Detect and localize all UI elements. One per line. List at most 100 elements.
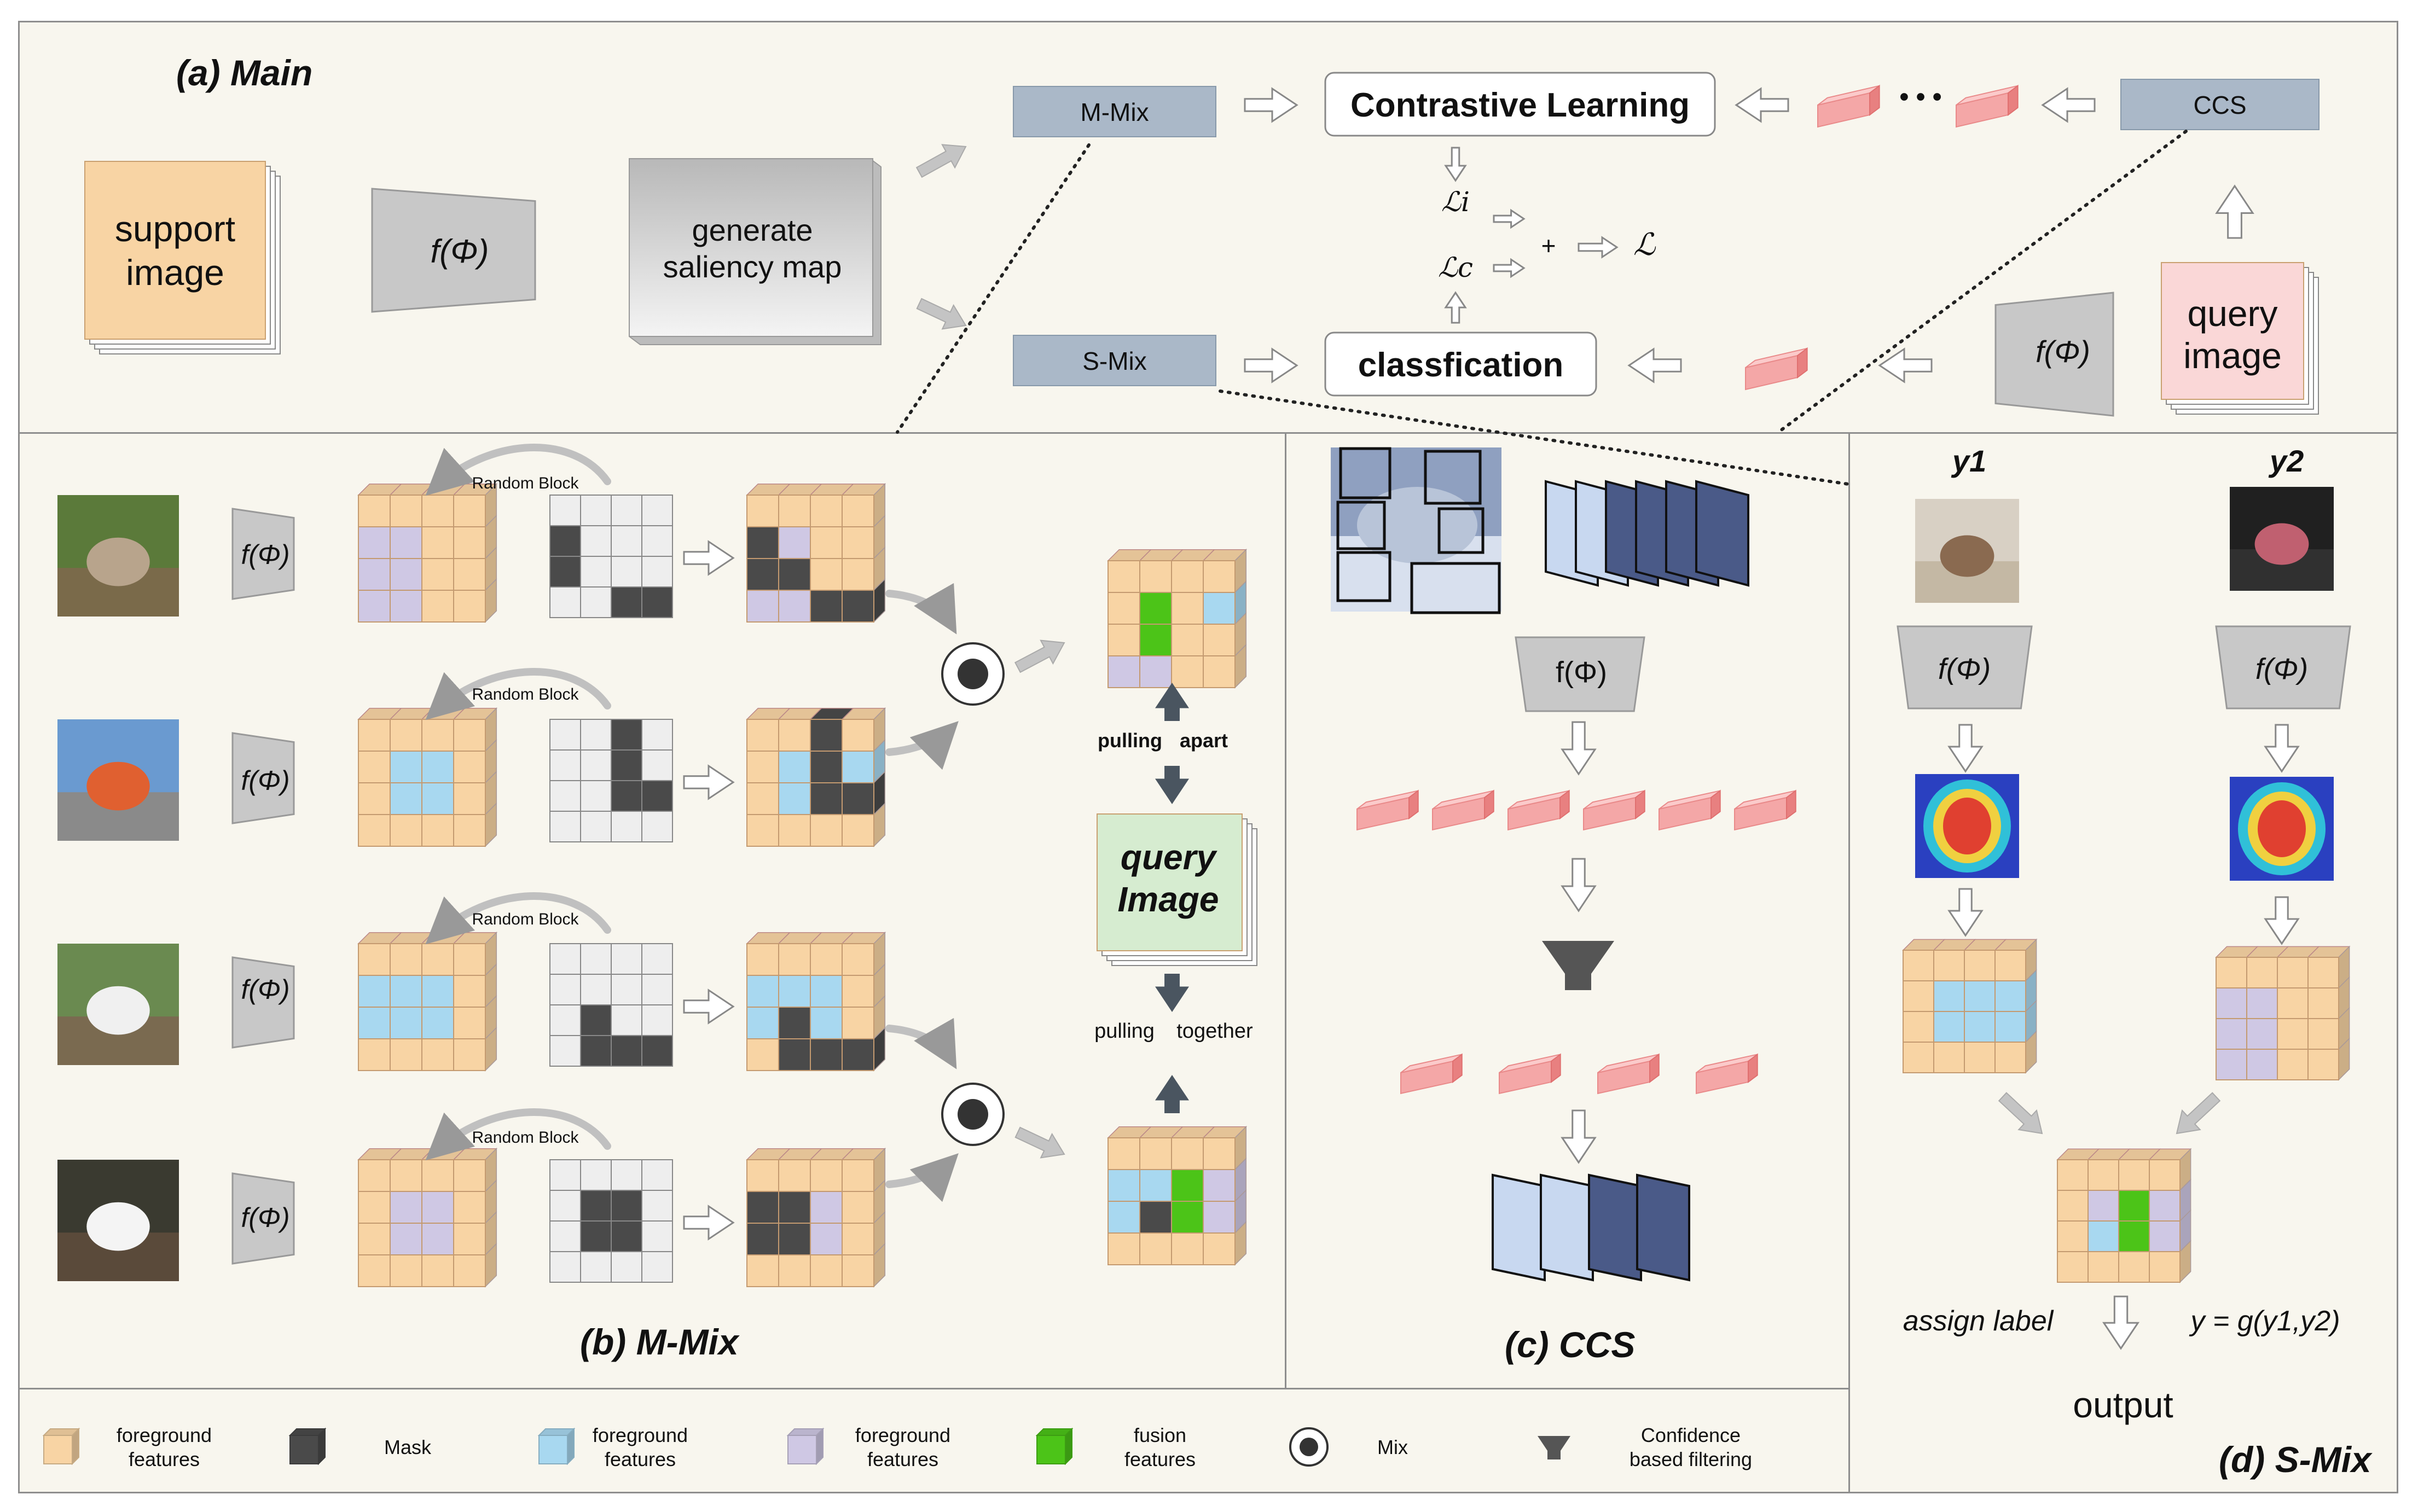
photo-subject xyxy=(86,1202,150,1251)
cube-cell xyxy=(810,751,843,783)
cube-cell xyxy=(1203,1169,1236,1202)
mix-dot xyxy=(1300,1438,1318,1456)
mmix-encoder-label-3: f(Φ) xyxy=(241,974,290,1005)
mask-cell xyxy=(611,1251,642,1283)
cube-cell xyxy=(778,1223,811,1255)
cube-cell xyxy=(1139,1137,1172,1170)
mask-cell xyxy=(549,586,581,618)
feature-vector-main-1 xyxy=(1817,84,1880,128)
cube-cell xyxy=(810,1191,843,1224)
arrow-lc-to-sum xyxy=(1493,258,1526,278)
cube-cell xyxy=(810,1159,843,1192)
feature-vector-side xyxy=(1452,1053,1463,1084)
support-photo-3 xyxy=(57,944,179,1065)
cube-cell xyxy=(1203,592,1236,625)
mask-cell xyxy=(611,495,642,526)
mixed-feature-cube-1 xyxy=(746,482,886,623)
y2-photo xyxy=(2230,487,2334,591)
cube-cell xyxy=(453,1223,486,1255)
mask-cell xyxy=(611,556,642,588)
mmix-encoder-block-1 xyxy=(231,508,295,600)
smix-encoder-label-1: f(Φ) xyxy=(1938,653,1991,685)
photo-subject xyxy=(86,761,150,811)
cube-cell xyxy=(778,526,811,559)
cube-cell xyxy=(390,1007,422,1039)
cube-cell xyxy=(2216,1049,2247,1080)
mask-cell xyxy=(580,525,612,557)
random-block-label-2: Random Block xyxy=(472,685,579,703)
ccs-photo xyxy=(1331,447,1501,614)
selected-patch-2 xyxy=(1540,1173,1594,1282)
cube-cell xyxy=(1964,980,1996,1012)
smix-encoder-label-2: f(Φ) xyxy=(2255,653,2309,685)
legend-label-5a: fusion xyxy=(1133,1424,1187,1446)
mask-cell xyxy=(549,1190,581,1222)
mask-cell xyxy=(641,1004,673,1036)
card-face xyxy=(2161,262,2304,400)
cube-cell xyxy=(2088,1159,2119,1191)
ccs-box-label: CCS xyxy=(2193,91,2247,119)
legend-label-7a: Confidence xyxy=(1640,1424,1741,1446)
heatmap-layer-red xyxy=(2258,800,2306,857)
arrow-mmix-to-contrastive xyxy=(1244,87,1298,123)
arrow-encoder2-to-heatmap xyxy=(2264,724,2300,773)
cube-cell xyxy=(1139,624,1172,656)
cube-cell xyxy=(421,943,454,976)
cube-cell xyxy=(746,1223,779,1255)
crop-box-2 xyxy=(1424,450,1482,505)
cube-cell xyxy=(390,782,422,815)
legend-cube-front xyxy=(787,1435,817,1464)
legend-cube-side xyxy=(72,1427,79,1466)
cube-cell xyxy=(1171,592,1204,625)
cube-cell xyxy=(453,751,486,783)
source-feature-cube-2 xyxy=(357,707,498,847)
mmix-box xyxy=(1013,86,1216,137)
cube-cell xyxy=(810,782,843,815)
arrow-vectors-to-contrastive xyxy=(1735,87,1789,123)
cube-cell xyxy=(778,1007,811,1039)
fused-feature-cube-2 xyxy=(1107,1125,1248,1266)
cube-cell xyxy=(842,782,874,815)
loss-c: ℒc xyxy=(1437,252,1473,283)
y2-heatmap xyxy=(2230,777,2334,881)
cube-cell xyxy=(453,814,486,847)
mask-cell xyxy=(580,1004,612,1036)
cube-cell xyxy=(1107,1201,1140,1234)
saliency-label-1: generate xyxy=(692,213,813,247)
random-mask-grid-2 xyxy=(549,719,673,842)
mask-cell xyxy=(580,1251,612,1283)
legend-cube-front xyxy=(289,1435,319,1464)
mask-cell xyxy=(549,1220,581,1252)
cube-cell xyxy=(1933,1042,1965,1073)
legend-mask-icon xyxy=(288,1427,327,1466)
cube-cell xyxy=(421,1223,454,1255)
fused-feature-cube-1 xyxy=(1107,548,1248,689)
query-image-mmix-2: Image xyxy=(1117,880,1219,919)
mask-cell xyxy=(580,780,612,812)
curved-arrow-mix-2b xyxy=(885,1153,959,1202)
mask-cell xyxy=(611,780,642,812)
cube-cell xyxy=(2088,1190,2119,1222)
cube-cell xyxy=(2118,1220,2150,1252)
selected-patch-3 xyxy=(1588,1173,1642,1282)
cube-cell xyxy=(358,495,391,527)
mask-cell xyxy=(580,974,612,1005)
arrow-mask-to-mixed-4 xyxy=(683,1205,735,1241)
cube-cell xyxy=(746,590,779,623)
cube-cell xyxy=(390,1191,422,1224)
cube-cell xyxy=(453,782,486,815)
cube-cell xyxy=(746,1191,779,1224)
mask-cell xyxy=(580,1035,612,1067)
smix-encoder-block-1 xyxy=(1897,625,2033,710)
random-block-label-3: Random Block xyxy=(472,910,579,928)
feature-vector-side xyxy=(1408,789,1419,820)
cube-cell xyxy=(453,975,486,1008)
cube-cell xyxy=(2277,987,2309,1019)
cube-cell xyxy=(842,1191,874,1224)
query-image-label-2: image xyxy=(2183,335,2282,376)
feature-vector-side xyxy=(1748,1053,1758,1084)
main-query-encoder-block xyxy=(1994,292,2114,417)
cube-cell xyxy=(842,719,874,752)
cube-cell xyxy=(1203,624,1236,656)
mask-cell xyxy=(611,974,642,1005)
